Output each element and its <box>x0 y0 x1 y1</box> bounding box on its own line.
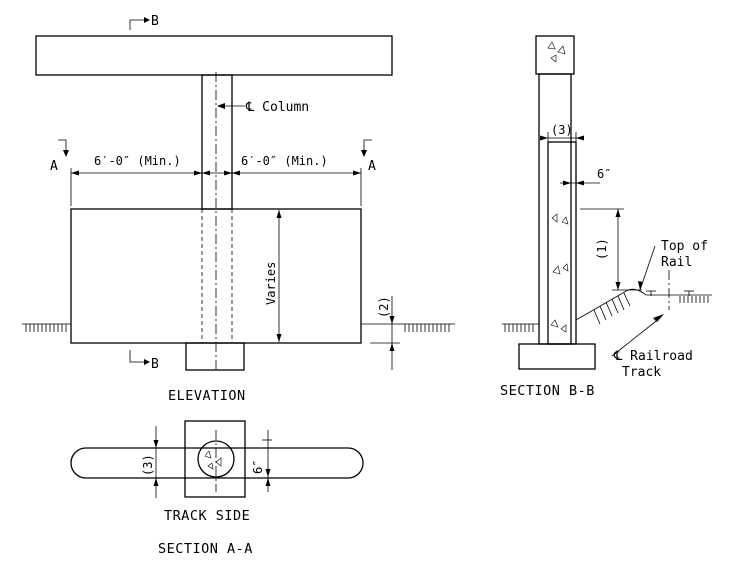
plan-dim-6in: 6″ <box>251 430 272 492</box>
section-crash-wall <box>547 141 577 345</box>
section-ground-hatch-right <box>679 296 709 303</box>
section-aa-view: (3) 6″ TRACK SIDE SECTION A-A <box>70 420 364 557</box>
svg-text:(2): (2) <box>377 296 391 318</box>
elevation-view: B B A A ℄ Column <box>22 14 455 404</box>
plan-crash-wall <box>70 447 364 479</box>
rail-markers <box>646 290 694 296</box>
svg-text:℄ Column: ℄ Column <box>245 100 309 115</box>
svg-text:Track: Track <box>622 365 661 380</box>
section-marker-b-top: B <box>129 14 159 30</box>
svg-text:(3): (3) <box>551 123 573 137</box>
section-dim-6in: 6″ <box>560 167 611 186</box>
footing <box>185 342 245 371</box>
svg-text:Varies: Varies <box>264 262 278 305</box>
section-ground-hatch-left <box>504 324 534 332</box>
svg-text:(1): (1) <box>595 238 609 260</box>
column <box>201 74 233 210</box>
dimension-note-2: (2) <box>370 296 400 370</box>
ground-hatch-right <box>404 324 450 332</box>
railroad-track-callout: ℄ Railroad Track <box>611 314 693 380</box>
dimension-varies: Varies <box>264 210 282 342</box>
concrete-aggregate <box>547 41 569 333</box>
svg-text:6′-0″ (Min.): 6′-0″ (Min.) <box>241 154 328 168</box>
svg-text:6′-0″ (Min.): 6′-0″ (Min.) <box>94 154 181 168</box>
plan-footing <box>184 420 246 498</box>
svg-text:B: B <box>151 357 159 372</box>
svg-text:(3): (3) <box>141 454 155 476</box>
section-marker-a-right: A <box>361 139 376 174</box>
svg-text:A: A <box>368 159 376 174</box>
section-bb-view: (3) 6″ (1) Top of Rail ℄ R <box>500 35 712 399</box>
elevation-title: ELEVATION <box>168 388 246 404</box>
svg-text:Rail: Rail <box>661 255 692 270</box>
section-footing <box>518 343 596 370</box>
pier-cap <box>35 35 393 76</box>
section-marker-b-bottom: B <box>129 350 159 372</box>
svg-text:℄ Railroad: ℄ Railroad <box>613 349 693 364</box>
top-of-rail-callout: Top of Rail <box>638 239 708 291</box>
section-dim-note-1: (1) <box>580 208 642 291</box>
plan-dim-note-3: (3) <box>141 426 160 498</box>
dimension-min-width: 6′-0″ (Min.) 6′-0″ (Min.) <box>70 154 362 206</box>
section-marker-a-left: A <box>50 139 69 174</box>
svg-text:6″: 6″ <box>597 167 611 181</box>
svg-text:B: B <box>151 14 159 29</box>
svg-text:Top of: Top of <box>661 239 708 254</box>
svg-text:6″: 6″ <box>251 460 265 474</box>
plan-column <box>197 440 235 478</box>
section-column <box>538 73 572 345</box>
section-cap <box>535 35 575 75</box>
track-side-label: TRACK SIDE <box>164 508 250 524</box>
plan-aggregate <box>204 450 222 470</box>
section-bb-title: SECTION B-B <box>500 383 595 399</box>
column-centerline-callout: ℄ Column <box>217 100 309 115</box>
svg-text:A: A <box>50 159 58 174</box>
ground-hatch-left <box>25 324 67 332</box>
section-dim-note-3: (3) <box>540 123 584 142</box>
section-aa-title: SECTION A-A <box>158 541 253 557</box>
